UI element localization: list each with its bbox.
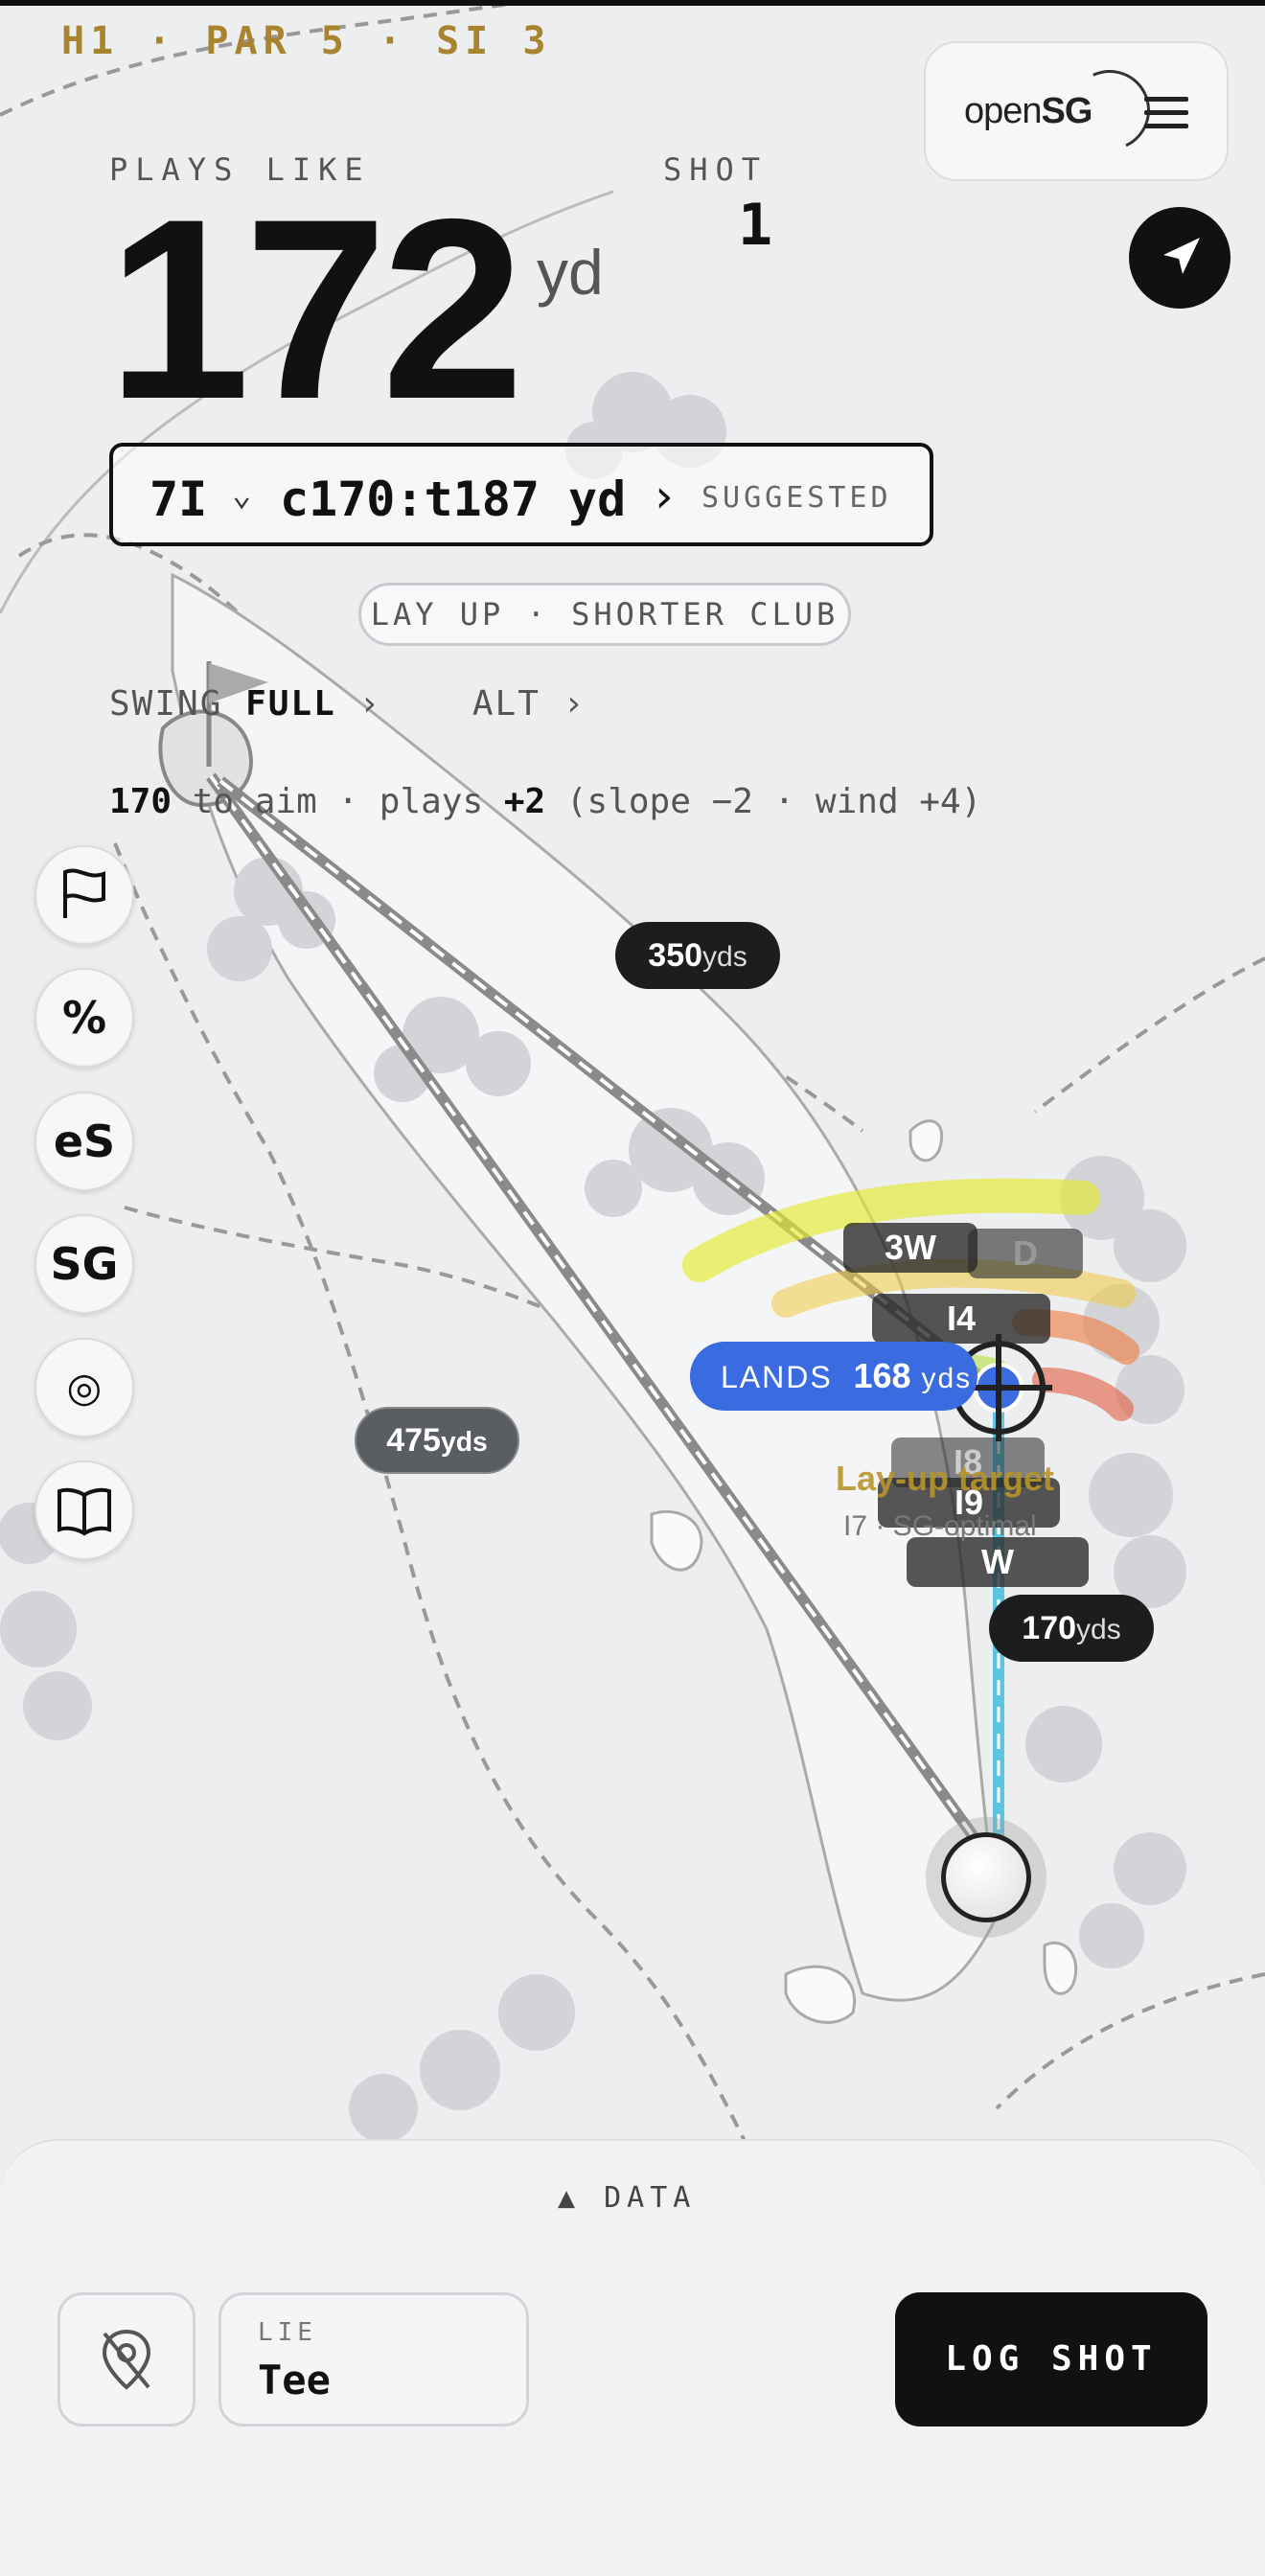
lands-pill: LANDS 168 yds xyxy=(690,1342,978,1411)
distance-marker-475: 475yds xyxy=(355,1407,519,1474)
flag-icon xyxy=(63,868,105,918)
layup-target-sub: I7 · SG-optimal xyxy=(843,1510,1037,1542)
hole-info: H1 · PAR 5 · SI 3 xyxy=(61,19,552,63)
target-rings-button[interactable]: ◎ xyxy=(34,1338,134,1438)
lie-value: Tee xyxy=(258,2357,331,2404)
flag-tool-button[interactable] xyxy=(34,845,134,945)
distance-marker-170: 170yds xyxy=(989,1595,1154,1662)
aim-summary: 170 to aim · plays +2 (slope −2 · wind +… xyxy=(109,782,981,821)
distance-unit: yd xyxy=(537,237,604,308)
club-tag-w: W xyxy=(907,1537,1089,1587)
percent-tool-button[interactable]: % xyxy=(34,968,134,1068)
aim-distance: 170 xyxy=(109,782,172,821)
club-tag-3w: 3W xyxy=(843,1223,978,1273)
club-tag-i4: I4 xyxy=(872,1294,1050,1344)
swing-row[interactable]: SWING FULL › ALT › xyxy=(109,684,586,724)
distance-marker-350: 350yds xyxy=(615,922,780,989)
chevron-down-icon[interactable]: ⌄ xyxy=(232,475,252,514)
lie-label: LIE xyxy=(258,2318,317,2347)
aim-target-icon xyxy=(945,1334,1052,1441)
strategy-chip[interactable]: LAY UP · SHORTER CLUB xyxy=(358,583,851,646)
log-shot-button[interactable]: LOG SHOT xyxy=(895,2292,1208,2426)
golf-ball-marker[interactable] xyxy=(941,1832,1031,1922)
navigation-arrow-icon[interactable] xyxy=(1129,207,1230,309)
menu-icon[interactable] xyxy=(1144,97,1188,129)
plays-like-label: PLAYS LIKE xyxy=(109,151,371,188)
book-icon xyxy=(58,1487,111,1536)
course-map[interactable] xyxy=(0,0,1265,2147)
club-tag-i9: I9 xyxy=(878,1478,1060,1528)
club-selector[interactable]: 7I ⌄ c170:t187 yd › SUGGESTED xyxy=(109,443,933,546)
carry-total: c170:t187 yd xyxy=(280,472,627,527)
club-tag-d: D xyxy=(968,1229,1083,1278)
top-edge xyxy=(0,0,1265,6)
app-logo: openSG xyxy=(964,91,1092,131)
lie-field[interactable]: LIE Tee xyxy=(218,2292,529,2426)
plays-like-distance: 172 xyxy=(107,165,524,452)
brand-card[interactable]: openSG xyxy=(924,41,1229,181)
aim-text: to aim · plays xyxy=(172,782,504,821)
es-tool-button[interactable]: eS xyxy=(34,1092,134,1191)
book-tool-button[interactable] xyxy=(34,1460,134,1560)
swing-label: SWING xyxy=(109,684,223,724)
sg-tool-button[interactable]: SG xyxy=(34,1214,134,1314)
aim-detail: (slope −2 · wind +4) xyxy=(545,782,982,821)
layup-target-label: Lay-up target xyxy=(836,1459,1055,1498)
swing-value[interactable]: FULL xyxy=(245,684,336,724)
location-off-button[interactable] xyxy=(58,2292,196,2426)
club-name[interactable]: 7I xyxy=(150,472,208,527)
shot-label: SHOT xyxy=(663,151,769,188)
swing-arrow[interactable]: › xyxy=(358,684,382,724)
location-off-icon xyxy=(102,2329,151,2390)
alt-option[interactable]: ALT xyxy=(472,684,540,724)
suggested-badge: SUGGESTED xyxy=(702,481,892,515)
data-toggle[interactable]: ▲ DATA xyxy=(558,2181,697,2215)
aim-adjust: +2 xyxy=(503,782,546,821)
alt-arrow[interactable]: › xyxy=(563,684,586,724)
club-detail-arrow[interactable]: › xyxy=(650,470,678,523)
target-rings-icon: ◎ xyxy=(66,1364,103,1411)
shot-number: 1 xyxy=(738,192,773,259)
